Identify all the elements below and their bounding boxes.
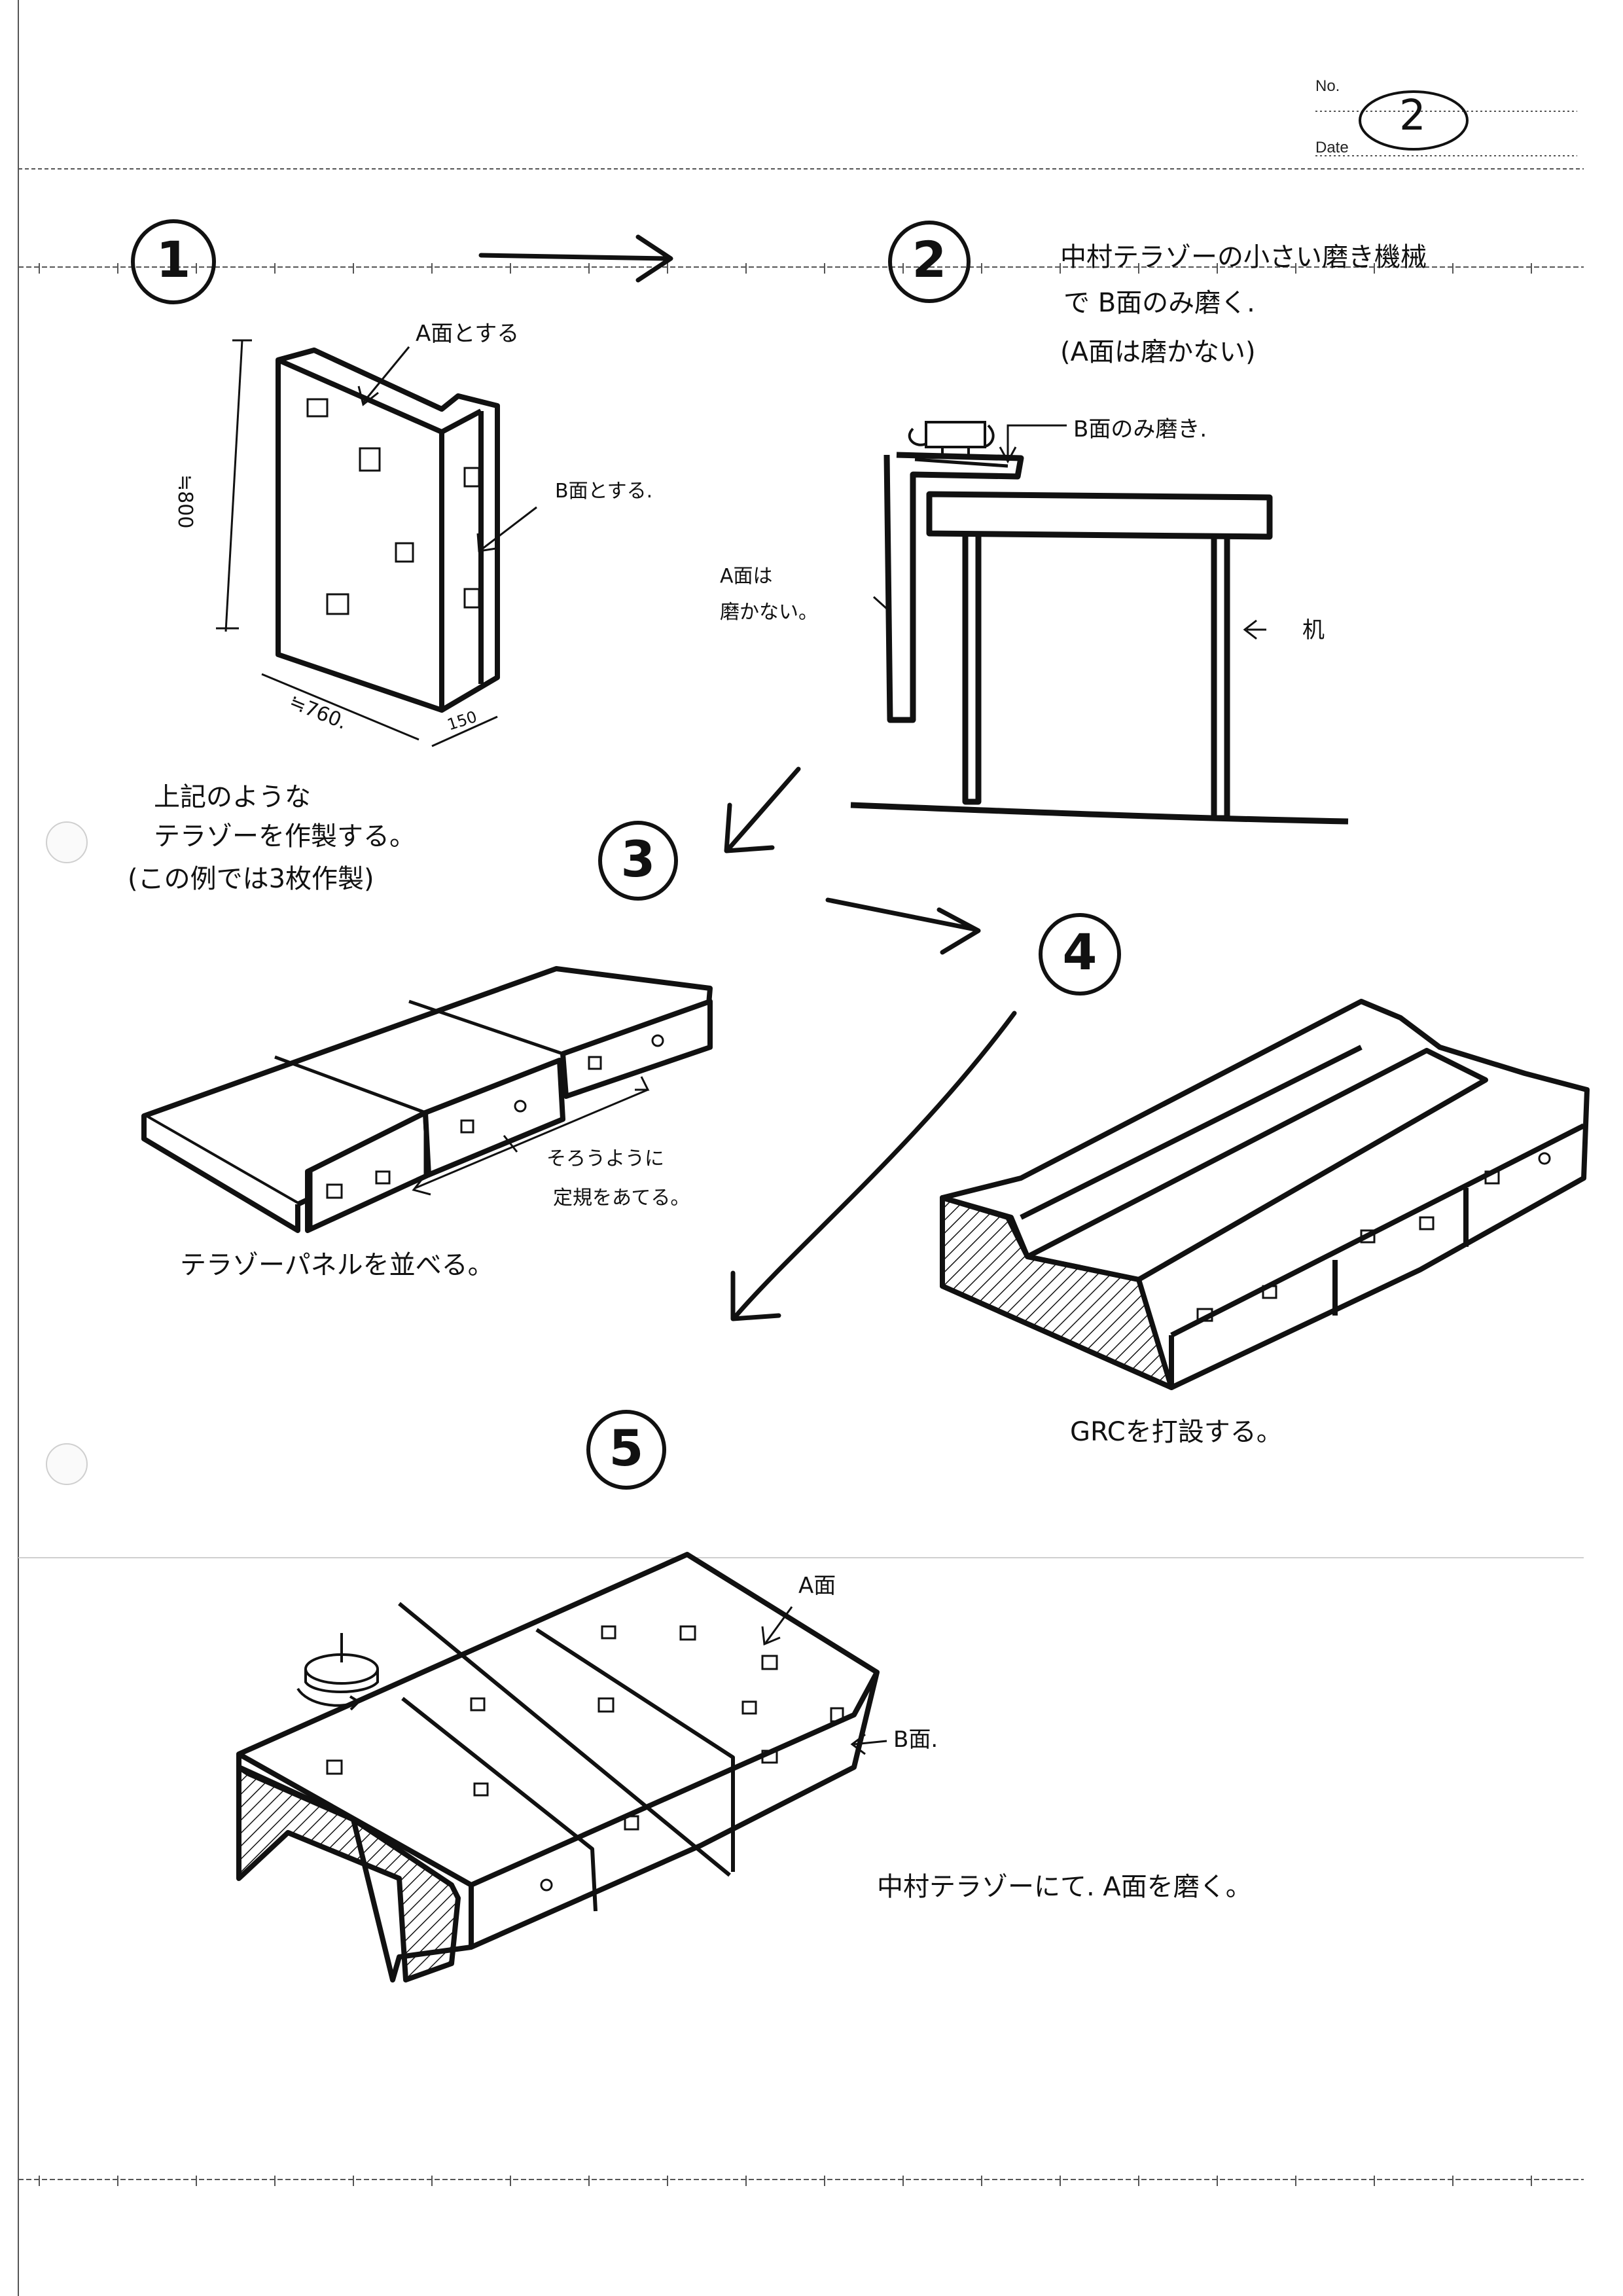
step2-polisher-icon bbox=[908, 421, 995, 458]
step2-desk bbox=[850, 452, 1349, 825]
step2-a-face-label-line-2: 磨かない。 bbox=[720, 601, 818, 624]
step5-u-section bbox=[236, 1552, 880, 1982]
step5-polisher-icon bbox=[296, 1633, 379, 1711]
step1-dimension-lines bbox=[216, 339, 498, 747]
page-rules bbox=[18, 0, 1584, 2296]
step4-caption: GRCを打設する。 bbox=[1070, 1417, 1283, 1447]
page-number: 2 bbox=[1399, 92, 1426, 140]
step3-chips bbox=[326, 1034, 664, 1199]
step2-note-line-3: (A面は磨かない) bbox=[1060, 337, 1256, 367]
step5-leaders bbox=[761, 1606, 887, 1755]
step5-caption: 中村テラゾーにて. A面を磨く。 bbox=[877, 1872, 1252, 1902]
step4-chips bbox=[1196, 1152, 1551, 1322]
step-number-3: 3 bbox=[620, 830, 656, 888]
step5-b-face-label: B面. bbox=[893, 1727, 938, 1753]
process-arrows bbox=[478, 234, 1017, 1321]
step1-dim-height: ≒800 bbox=[173, 475, 196, 529]
page-number-circle bbox=[1359, 90, 1469, 151]
step1-leaders bbox=[357, 346, 537, 552]
step1-a-face-label: A面とする bbox=[416, 321, 520, 347]
step2-note-line-1: 中村テラゾーの小さい磨き機械 bbox=[1060, 242, 1427, 272]
step1-b-face-label: B面とする. bbox=[555, 480, 653, 503]
step1-l-panel bbox=[276, 348, 500, 713]
step3-ruler-arrows bbox=[412, 1076, 650, 1196]
step3-align-label-line-1: そろうように bbox=[546, 1147, 664, 1170]
step2-desk-label: 机 bbox=[1302, 617, 1325, 643]
date-label: Date bbox=[1315, 139, 1349, 156]
step5-a-face-label: A面 bbox=[798, 1573, 836, 1599]
step3-caption: テラゾーパネルを並べる。 bbox=[180, 1250, 494, 1280]
step-number-4: 4 bbox=[1062, 923, 1097, 981]
step-number-5: 5 bbox=[609, 1419, 644, 1477]
step4-grc-block bbox=[940, 999, 1590, 1390]
step2-a-face-label-line-1: A面は bbox=[720, 565, 773, 588]
step2-note-line-2: で B面のみ磨く. bbox=[1063, 288, 1255, 318]
step2-leaders bbox=[872, 424, 1266, 640]
step1-note-line-2: テラゾーを作製する。 bbox=[154, 821, 416, 852]
binder-hole-top bbox=[46, 821, 88, 863]
step2-b-face-polish-label: B面のみ磨き. bbox=[1073, 416, 1207, 442]
step1-note-line-1: 上記のような bbox=[154, 782, 311, 812]
step3-seams bbox=[274, 999, 565, 1230]
step3-panels bbox=[141, 966, 713, 1233]
binder-hole-bottom bbox=[46, 1443, 88, 1485]
ruler-ticks bbox=[39, 263, 1532, 2186]
step1-chips bbox=[306, 398, 480, 615]
step3-align-label-line-2: 定規をあてる。 bbox=[553, 1187, 690, 1210]
step5-chips bbox=[326, 1625, 844, 1892]
step-number-2: 2 bbox=[912, 230, 947, 289]
step1-note-line-3: (この例では3枚作製) bbox=[128, 864, 374, 894]
step-number-1: 1 bbox=[156, 230, 191, 289]
step-circles bbox=[131, 219, 1121, 1490]
no-label: No. bbox=[1315, 77, 1340, 95]
